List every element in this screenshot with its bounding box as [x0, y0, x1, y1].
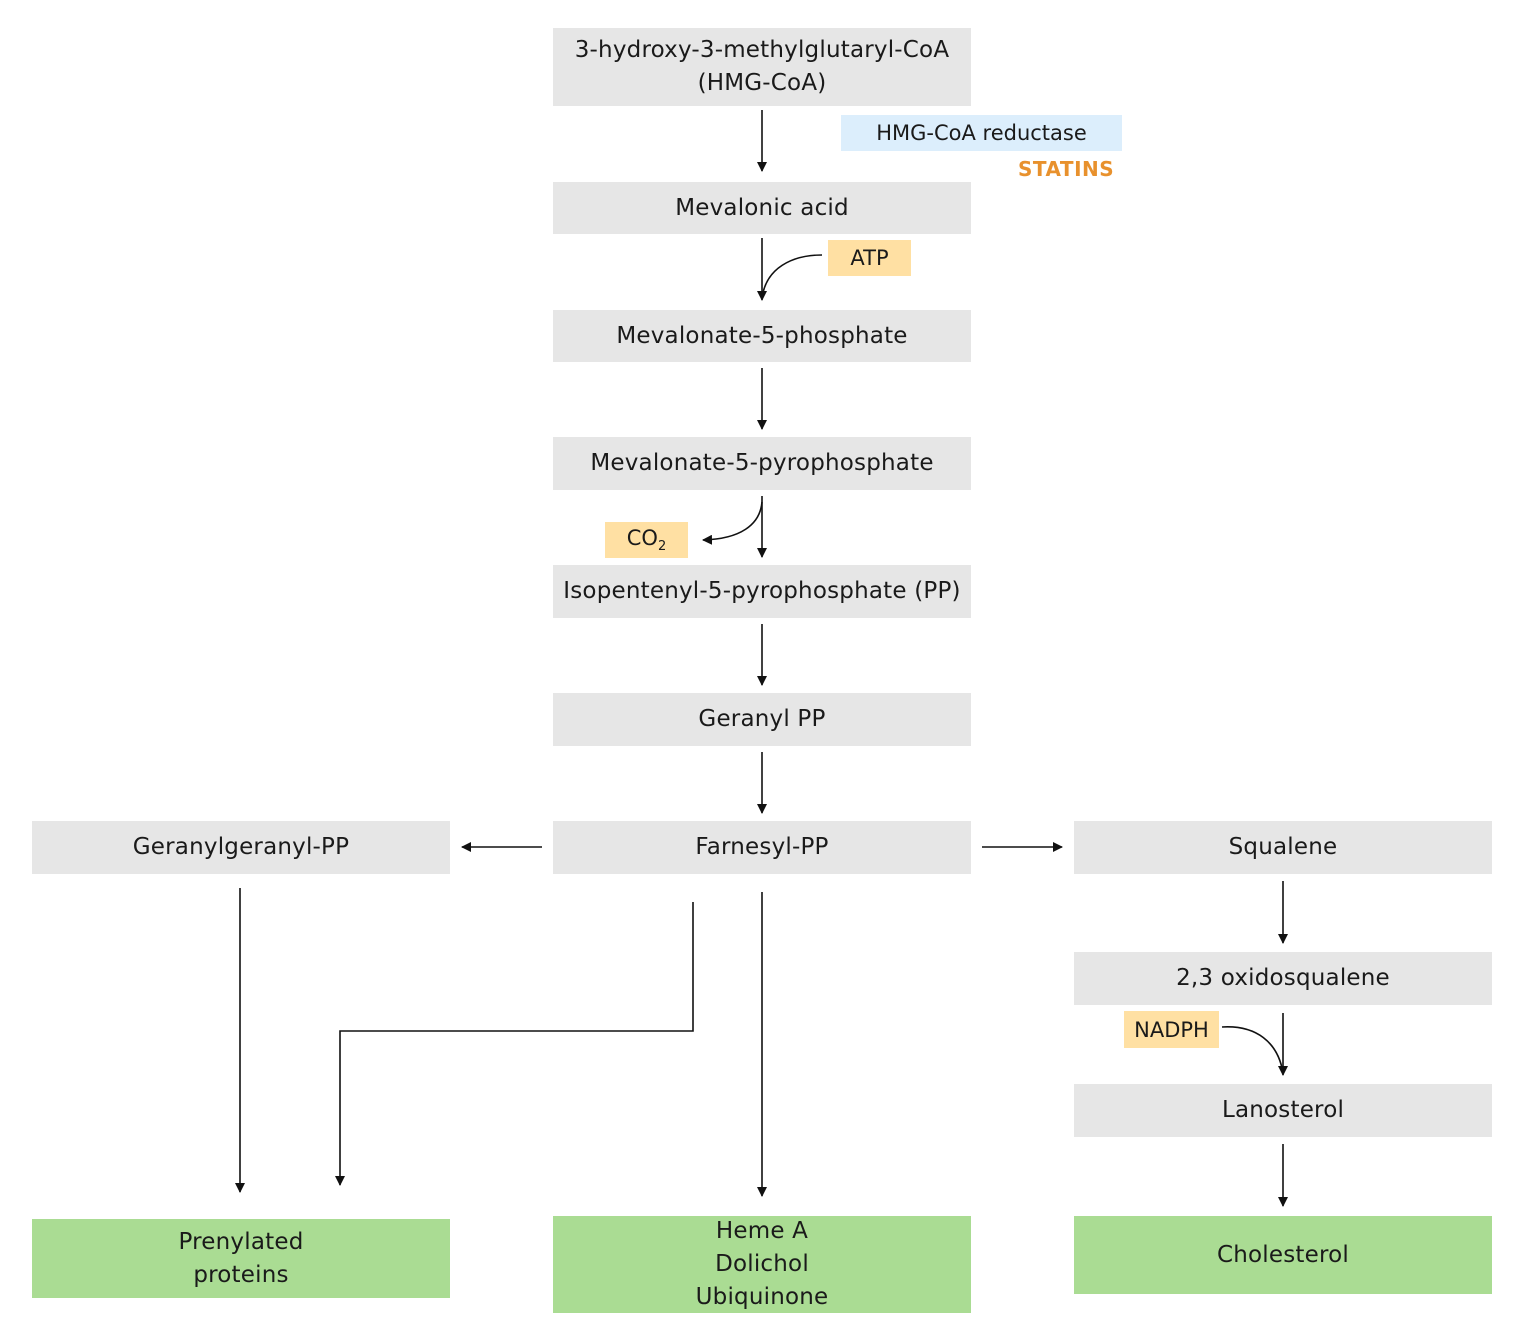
arrow-co2-out — [702, 501, 763, 545]
node-geranylgeranyl-pp-label: Geranylgeranyl-PP — [132, 834, 350, 860]
node-hmg-coa: 3-hydroxy-3-methylglutaryl-CoA (HMG-CoA) — [553, 28, 971, 106]
product-prenylated-line-2: proteins — [193, 1261, 289, 1288]
product-heme-a: Heme A — [715, 1218, 809, 1244]
node-mevalonic-acid-label: Mevalonic acid — [675, 194, 849, 221]
arrow-nadph-in — [1221, 1026, 1284, 1074]
cofactor-atp-label: ATP — [850, 246, 889, 270]
cofactor-co2-label: CO2 — [627, 526, 666, 554]
product-ubiquinone: Ubiquinone — [695, 1284, 829, 1310]
arrow-farnesyl-to-prenylated — [335, 902, 694, 1186]
enzyme-label: HMG-CoA reductase — [876, 121, 1087, 145]
product-heme-dolichol-ubiquinone: Heme A Dolichol Ubiquinone — [553, 1216, 971, 1313]
node-squalene: Squalene — [1074, 821, 1492, 874]
enzyme-hmg-coa-reductase: HMG-CoA reductase — [841, 115, 1122, 151]
co2-subscript: 2 — [657, 539, 667, 555]
node-geranyl-pp-label: Geranyl PP — [698, 706, 826, 732]
node-mevalonate-5-pyrophosphate-label: Mevalonate-5-pyrophosphate — [590, 450, 934, 476]
node-geranyl-pp: Geranyl PP — [553, 693, 971, 746]
node-isopentenyl-pp-label: Isopentenyl-5-pyrophosphate (PP) — [563, 578, 961, 604]
cofactor-atp: ATP — [828, 240, 911, 276]
node-mevalonic-acid: Mevalonic acid — [553, 182, 971, 234]
co2-base: CO — [626, 525, 658, 550]
node-mevalonate-5-phosphate-label: Mevalonate-5-phosphate — [616, 322, 908, 349]
node-hmg-coa-line-1: 3-hydroxy-3-methylglutaryl-CoA — [574, 37, 950, 63]
cofactor-co2: CO2 — [605, 522, 688, 558]
node-geranylgeranyl-pp: Geranylgeranyl-PP — [32, 821, 450, 874]
node-farnesyl-pp: Farnesyl-PP — [553, 821, 971, 874]
node-hmg-coa-line-2: (HMG-CoA) — [697, 70, 827, 96]
node-oxidosqualene: 2,3 oxidosqualene — [1074, 952, 1492, 1005]
node-mevalonate-5-phosphate: Mevalonate-5-phosphate — [553, 310, 971, 362]
node-lanosterol-label: Lanosterol — [1221, 1097, 1345, 1123]
product-dolichol: Dolichol — [715, 1251, 809, 1277]
inhibitor-statins: STATINS — [1018, 157, 1115, 181]
product-cholesterol: Cholesterol — [1074, 1216, 1492, 1294]
node-oxidosqualene-label: 2,3 oxidosqualene — [1176, 965, 1390, 991]
node-lanosterol: Lanosterol — [1074, 1084, 1492, 1137]
node-isopentenyl-pp: Isopentenyl-5-pyrophosphate (PP) — [553, 565, 971, 618]
cofactor-nadph-label: NADPH — [1134, 1017, 1209, 1042]
node-farnesyl-pp-label: Farnesyl-PP — [695, 834, 829, 860]
node-mevalonate-5-pyrophosphate: Mevalonate-5-pyrophosphate — [553, 437, 971, 490]
product-cholesterol-label: Cholesterol — [1216, 1241, 1349, 1268]
cofactor-nadph: NADPH — [1124, 1011, 1219, 1048]
node-squalene-label: Squalene — [1228, 834, 1338, 860]
arrow-atp-in — [761, 254, 823, 299]
product-prenylated-line-1: Prenylated — [178, 1228, 304, 1255]
product-prenylated-proteins: Prenylated proteins — [32, 1219, 450, 1298]
